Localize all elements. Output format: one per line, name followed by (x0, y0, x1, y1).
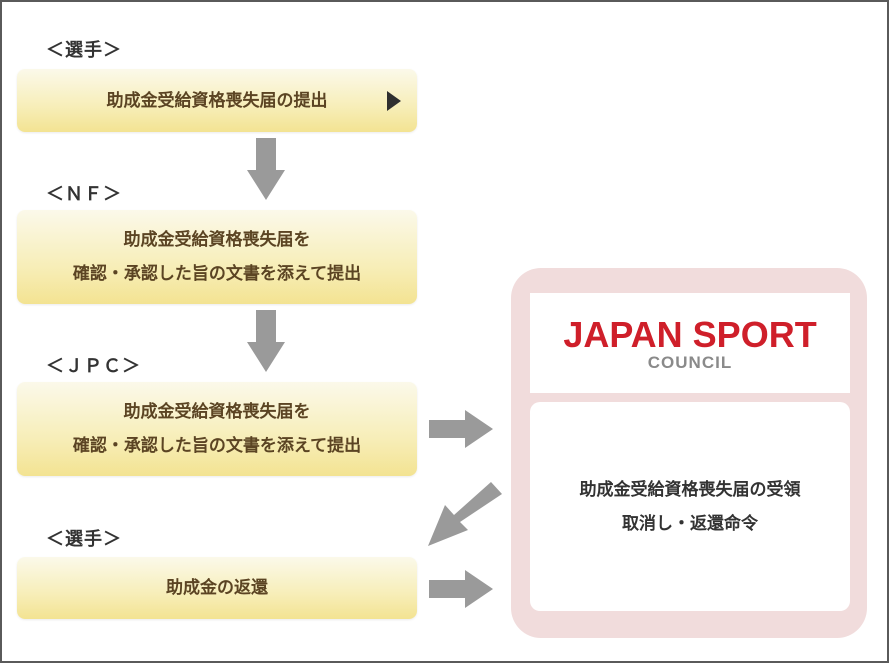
down-arrow-icon (247, 310, 285, 372)
step-athlete-submit[interactable]: 助成金受給資格喪失届の提出 (17, 69, 417, 132)
label-athlete-1: ＜選手＞ (46, 40, 122, 61)
step-jpc-line1: 助成金受給資格喪失届を (123, 402, 311, 422)
down-arrow-icon (247, 138, 285, 200)
step-nf-line2: 確認・承認した旨の文書を添えて提出 (72, 264, 362, 284)
step-athlete-return-text: 助成金の返還 (166, 578, 268, 598)
step-nf-line1: 助成金受給資格喪失届を (123, 230, 311, 250)
right-arrow-icon (429, 410, 493, 448)
jsc-result-line2: 取消し・返還命令 (622, 513, 758, 534)
jsc-result-line1: 助成金受給資格喪失届の受領 (579, 479, 801, 500)
step-athlete-submit-text: 助成金受給資格喪失届の提出 (106, 90, 328, 111)
play-icon (387, 90, 401, 111)
label-nf: ＜ＮＦ＞ (46, 184, 122, 205)
right-arrow-icon (429, 570, 493, 608)
step-athlete-return[interactable]: 助成金の返還 (17, 557, 417, 619)
step-jpc-line2: 確認・承認した旨の文書を添えて提出 (72, 436, 362, 456)
label-jpc: ＜ＪＰＣ＞ (46, 356, 141, 377)
step-nf-submit[interactable]: 助成金受給資格喪失届を 確認・承認した旨の文書を添えて提出 (17, 210, 417, 304)
diagonal-arrow-icon (428, 482, 502, 546)
jsc-result-box[interactable]: 助成金受給資格喪失届の受領 取消し・返還命令 (530, 402, 850, 611)
jsc-logo[interactable]: JAPAN SPORT COUNCIL (530, 293, 850, 393)
label-athlete-2: ＜選手＞ (46, 529, 122, 550)
step-jpc-submit[interactable]: 助成金受給資格喪失届を 確認・承認した旨の文書を添えて提出 (17, 382, 417, 476)
jsc-logo-sub-text: COUNCIL (647, 353, 733, 372)
jsc-logo-main-text: JAPAN SPORT (563, 314, 817, 355)
